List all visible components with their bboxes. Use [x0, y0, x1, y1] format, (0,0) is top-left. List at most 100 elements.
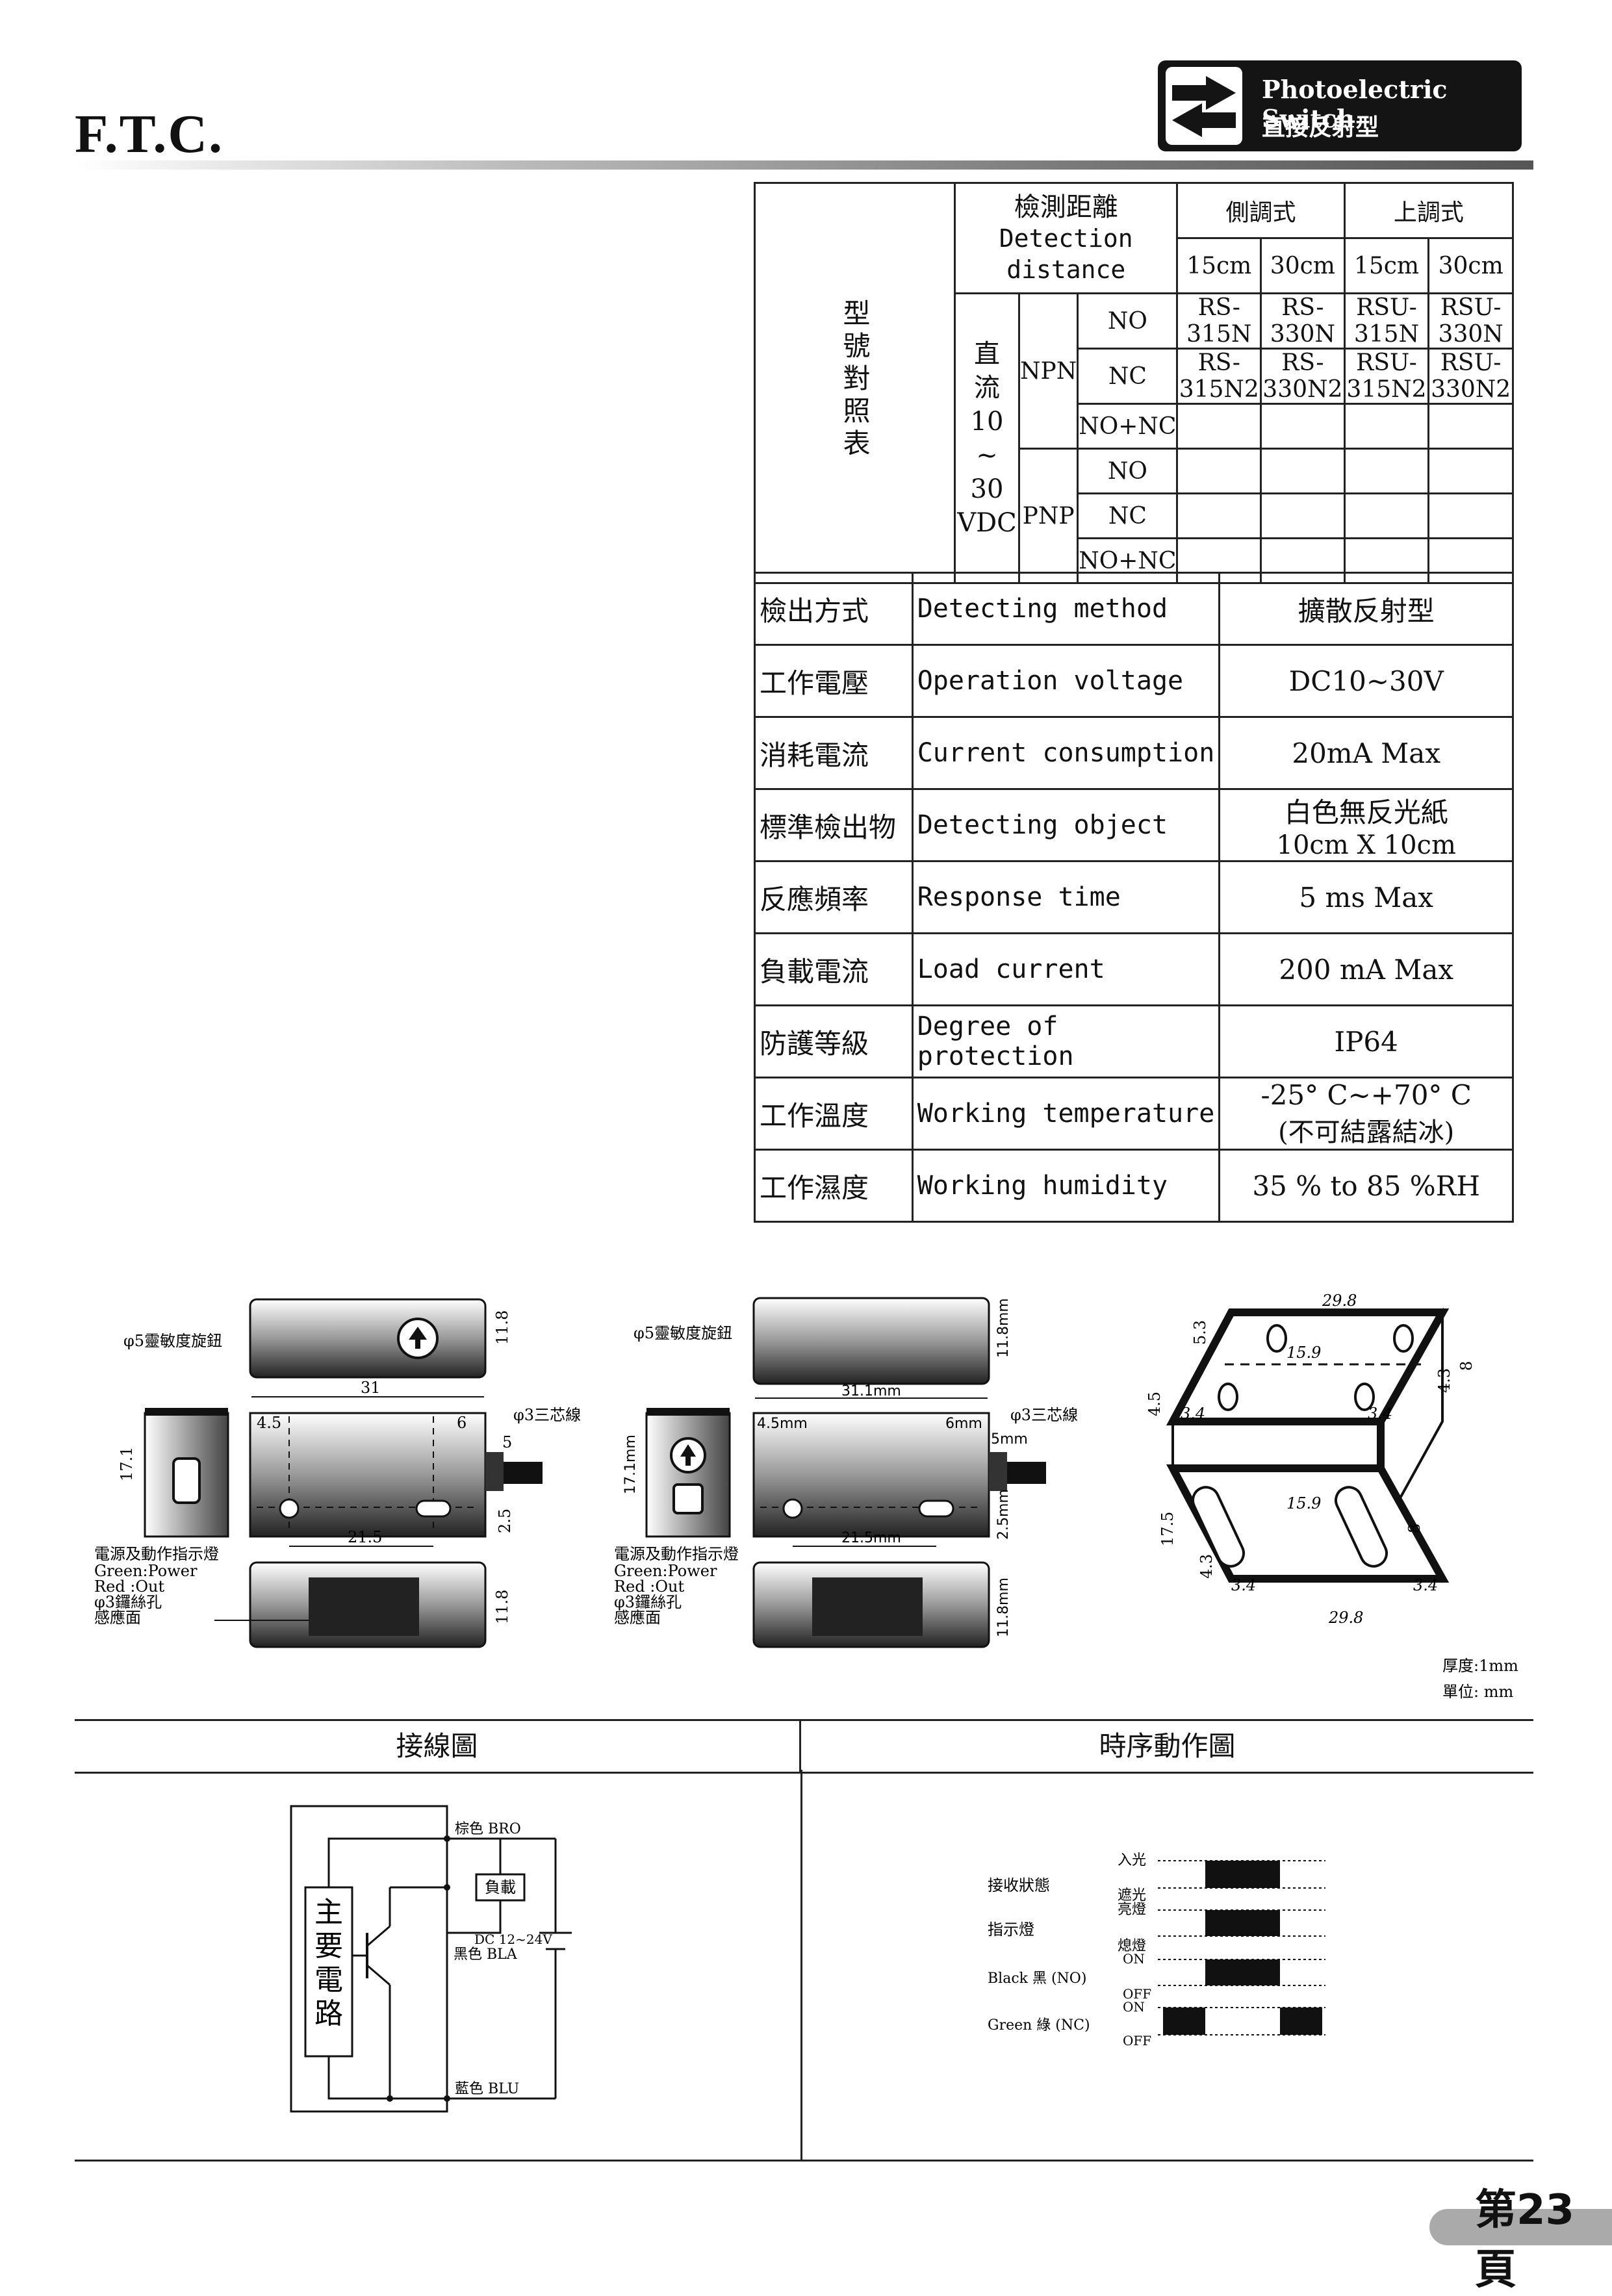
timing-on-lamp: 亮燈 — [1118, 1902, 1146, 1918]
dim-label: 6 — [457, 1414, 467, 1432]
blu-label: 藍色 BLU — [455, 2081, 519, 2097]
timing-block: 遮光 — [1118, 1887, 1146, 1904]
dim-label: 4.5 — [257, 1414, 281, 1432]
spec-en: Detecting object — [911, 788, 1221, 862]
group-top: 上調式 — [1343, 182, 1515, 239]
spec-en: Working temperature — [911, 1077, 1221, 1151]
model-cell: RSU-315N — [1343, 292, 1430, 350]
spec-value-line: 擴散反射型 — [1298, 594, 1435, 627]
dim-label: 4.3 — [1435, 1368, 1453, 1393]
dim-label: 4.5 — [1145, 1392, 1164, 1416]
sense-label: 感應面 — [94, 1609, 141, 1627]
spec-zh: 標準檢出物 — [754, 788, 914, 862]
pnp-cell: PNP — [1017, 448, 1079, 584]
model-cell — [1427, 448, 1514, 494]
section-divider — [800, 1770, 802, 2160]
spec-value-line: 白色無反光紙 — [1284, 796, 1448, 828]
spec-value: 5 ms Max — [1218, 860, 1514, 934]
timing-off: OFF — [1123, 1986, 1151, 2002]
timing-green: Green 綠 (NC) — [988, 2017, 1090, 2034]
dim-label: 15.9 — [1286, 1494, 1321, 1512]
timing-recv: 接收狀態 — [988, 1876, 1050, 1894]
dist-cell: 30cm — [1427, 237, 1514, 294]
dim-label: 29.8 — [1322, 1292, 1357, 1310]
knob-label: φ5靈敏度旋鈕 — [633, 1324, 732, 1342]
badge-title: Photoelectric Switch — [1262, 75, 1448, 133]
spec-value-line: (不可結露結冰) — [1278, 1117, 1455, 1147]
dim-label: 3.4 — [1181, 1405, 1205, 1423]
timing-on: ON — [1123, 1951, 1145, 1967]
wiring-diagram: 主 要 電 路 負載 棕色 BRO 黑色 BLA 藍色 BLU DC 12~24… — [290, 1805, 572, 2113]
dim-label: 5mm — [991, 1431, 1028, 1448]
spec-value: 擴散反射型 — [1218, 572, 1514, 646]
unit-note: 單位: mm — [1442, 1683, 1513, 1701]
led-label: 電源及動作指示燈 — [94, 1545, 219, 1563]
spec-value: 200 mA Max — [1218, 932, 1514, 1006]
spec-zh: 工作溫度 — [754, 1077, 914, 1151]
type-cell: NO — [1077, 448, 1179, 494]
model-cell: RS-315N — [1176, 292, 1262, 350]
page-number: 第23頁 — [1475, 2186, 1575, 2294]
model-cell — [1343, 403, 1430, 450]
dim-label: 29.8 — [1328, 1609, 1363, 1627]
spec-zh: 檢出方式 — [754, 572, 914, 646]
bro-label: 棕色 BRO — [455, 1821, 521, 1837]
spec-value-line: 35 % to 85 %RH — [1252, 1169, 1480, 1202]
model-table: 型號對照表 檢測距離 Detection distance 側調式 上調式 15… — [754, 182, 1515, 584]
header-bar — [75, 160, 1533, 170]
spec-value: -25° C~+70° C(不可結露結冰) — [1218, 1077, 1514, 1151]
dim-label: 8 — [1457, 1361, 1476, 1371]
spec-en: Working humidity — [911, 1149, 1221, 1223]
model-cell — [1176, 492, 1262, 539]
dim-label: 4.3 — [1197, 1554, 1216, 1579]
dim-label: 17.1 — [118, 1447, 136, 1481]
spec-en: Degree of protection — [911, 1004, 1221, 1078]
spec-value: 20mA Max — [1218, 716, 1514, 790]
dist-cell: 30cm — [1260, 237, 1346, 294]
dim-label: 11.8mm — [995, 1298, 1012, 1358]
spec-en: Detecting method — [911, 572, 1221, 646]
spec-zh: 工作濕度 — [754, 1149, 914, 1223]
model-cell — [1260, 403, 1346, 450]
timing-on: ON — [1123, 1999, 1145, 2015]
model-cell: RS-315N2 — [1176, 348, 1262, 405]
model-side-label: 型號對照表 — [754, 182, 956, 584]
model-cell — [1343, 492, 1430, 539]
timing-black: Black 黑 (NO) — [988, 1971, 1086, 1987]
model-cell — [1427, 403, 1514, 450]
model-cell — [1343, 448, 1430, 494]
type-cell: NO+NC — [1077, 403, 1179, 450]
dim-label: 11.8 — [493, 1310, 511, 1345]
dim-label: 17.1mm — [622, 1435, 639, 1494]
hole-label: φ3鑼絲孔 — [614, 1593, 682, 1611]
model-cell — [1427, 492, 1514, 539]
badge-subtitle: 直接反射型 — [1262, 114, 1379, 141]
dim-label: 31 — [361, 1379, 381, 1397]
wire-label: φ3三芯線 — [513, 1406, 581, 1424]
dim-label: 21.5 — [348, 1528, 382, 1546]
dim-label: 3.4 — [1368, 1405, 1392, 1423]
led-label: 電源及動作指示燈 — [614, 1545, 739, 1563]
product-badge: Photoelectric Switch 直接反射型 — [1158, 60, 1522, 151]
red-label: Red :Out — [94, 1577, 164, 1596]
model-cell — [1176, 403, 1262, 450]
dim-label: 6mm — [945, 1416, 982, 1432]
dim-label: 5 — [502, 1433, 512, 1451]
model-cell: RS-330N — [1260, 292, 1346, 350]
timing-off: OFF — [1123, 2033, 1151, 2047]
spec-zh: 負載電流 — [754, 932, 914, 1006]
dimension-drawings: 31 4.5 6 21.5 17.1 11.8 11.8 5 2.5 φ5靈敏度… — [94, 1292, 1518, 1701]
spec-en: Response time — [911, 860, 1221, 934]
dim-label: 3.4 — [1231, 1576, 1256, 1594]
dim-label: 15.9 — [1286, 1344, 1321, 1362]
section-bottom-line — [75, 2160, 1533, 2162]
dim-label: 11.8 — [493, 1590, 511, 1624]
spec-value: 35 % to 85 %RH — [1218, 1149, 1514, 1223]
green-label: Green:Power — [94, 1562, 198, 1580]
